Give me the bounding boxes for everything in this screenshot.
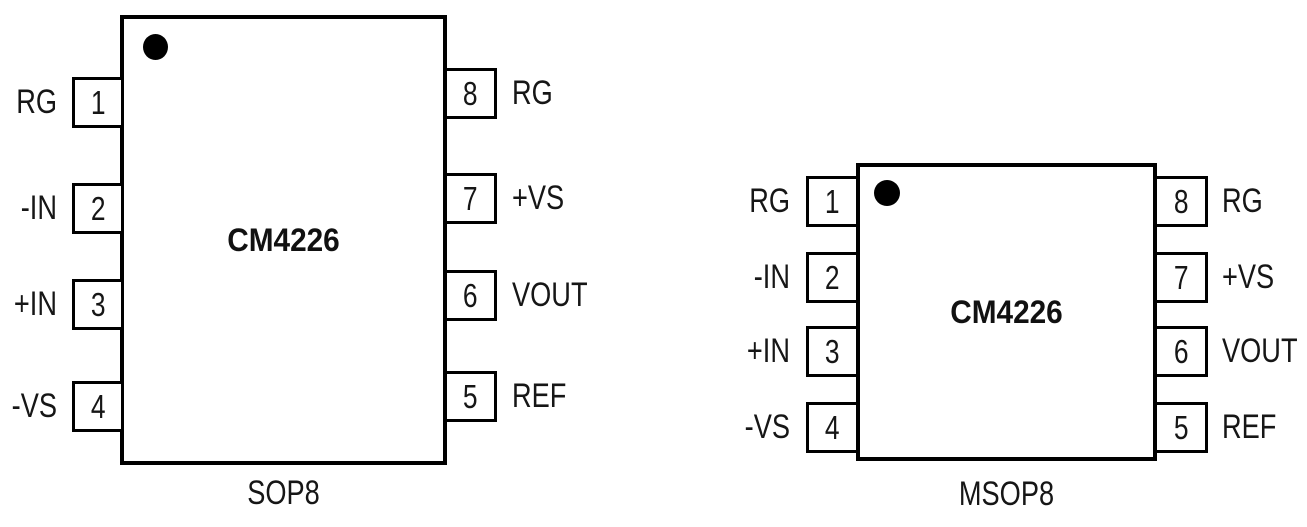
pin-5-number: 5	[1173, 408, 1189, 446]
pin-3-label: +IN	[13, 285, 57, 323]
pin-5-number: 5	[463, 377, 478, 415]
pin-8-label: RG	[1222, 182, 1263, 220]
chip-body	[120, 15, 447, 465]
pin-1-number: 1	[825, 182, 840, 220]
pin-2-number: 2	[825, 258, 840, 296]
pin-6-box: 6	[1154, 326, 1208, 377]
chip-body	[856, 163, 1157, 461]
pin-1-label: RG	[16, 83, 57, 121]
pin-4-label: -VS	[11, 387, 57, 425]
package-caption: MSOP8	[958, 475, 1055, 513]
pin-1-box: 1	[806, 176, 859, 227]
pin-7-label: +VS	[1222, 258, 1275, 296]
pin-6-number: 6	[463, 276, 478, 314]
chip-part-number: CM4226	[950, 294, 1063, 330]
chip-part-number: CM4226	[227, 222, 340, 258]
pin-5-label: REF	[1222, 408, 1277, 446]
pin-6-label: VOUT	[1222, 332, 1298, 370]
pin-4-box: 4	[72, 381, 124, 432]
package-caption: SOP8	[247, 474, 320, 512]
pin-2-box: 2	[72, 183, 124, 234]
pin-2-label: -IN	[20, 189, 57, 227]
pin-2-box: 2	[806, 252, 859, 303]
pin-4-number: 4	[825, 408, 840, 446]
pin-7-number: 7	[463, 179, 478, 217]
pin-6-label: VOUT	[512, 276, 588, 314]
pin-3-box: 3	[72, 279, 124, 330]
pin1-indicator-dot	[874, 180, 900, 206]
pin-5-box: 5	[1154, 402, 1208, 453]
pin-5-box: 5	[444, 371, 497, 422]
pin-4-label: -VS	[744, 408, 790, 446]
pin-8-number: 8	[463, 74, 478, 112]
pin-2-number: 2	[90, 189, 106, 227]
pin-2-label: -IN	[753, 258, 790, 296]
pin-3-number: 3	[825, 332, 840, 370]
pin1-indicator-dot	[143, 34, 168, 60]
pin-8-box: 8	[444, 68, 497, 119]
pin-8-number: 8	[1173, 182, 1189, 220]
pin-8-box: 8	[1154, 176, 1208, 227]
pin-7-number: 7	[1173, 258, 1189, 296]
pin-4-number: 4	[90, 387, 106, 425]
pin-4-box: 4	[806, 402, 859, 453]
pin-3-number: 3	[90, 285, 106, 323]
pin-1-number: 1	[90, 83, 106, 121]
pin-6-box: 6	[444, 270, 497, 321]
pin-6-number: 6	[1173, 332, 1189, 370]
pin-7-box: 7	[1154, 252, 1208, 303]
pin-3-box: 3	[806, 326, 859, 377]
pin-3-label: +IN	[746, 332, 790, 370]
pin-7-box: 7	[444, 173, 497, 224]
pin-8-label: RG	[512, 74, 553, 112]
pin-1-box: 1	[72, 77, 124, 128]
pin-1-label: RG	[749, 182, 790, 220]
pin-5-label: REF	[512, 377, 567, 415]
pin-7-label: +VS	[512, 179, 565, 217]
